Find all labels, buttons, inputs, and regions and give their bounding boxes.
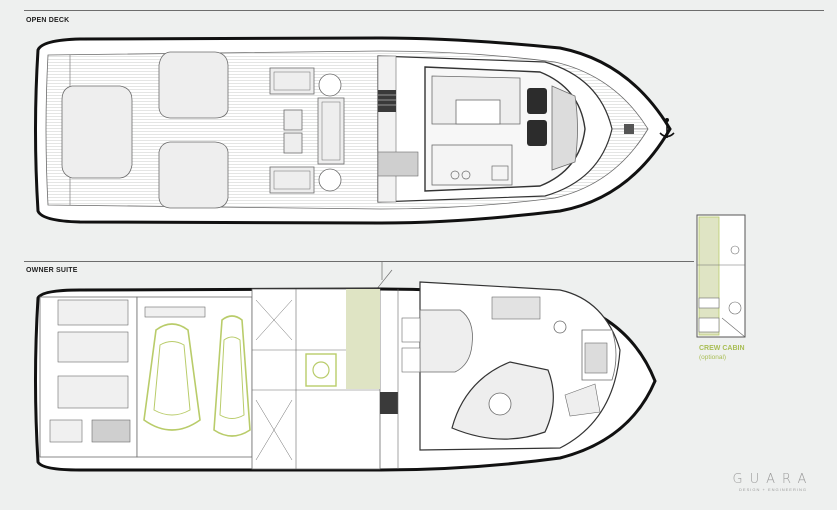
hanging-locker (491, 296, 541, 320)
anchor-icon (659, 118, 675, 138)
lounger-2 (158, 141, 229, 209)
helm-console (551, 85, 578, 171)
table-left-2 (283, 132, 303, 154)
companionway-stairs (378, 90, 396, 112)
crew-cabin-note: (optional) (699, 354, 727, 361)
logo-wordmark: GUARA (732, 472, 814, 487)
washer-unit (305, 353, 337, 387)
stool-bottom (318, 168, 342, 192)
stool-top (318, 73, 342, 97)
open-deck-plan (34, 36, 675, 225)
crew-cabin-title: CREW CABIN (699, 345, 745, 352)
bench-top (269, 67, 315, 95)
jet-ski-2 (213, 315, 251, 437)
anchor-locker (624, 124, 634, 134)
helm-seat-2 (527, 120, 547, 146)
owner-bed (419, 309, 473, 373)
open-deck-rule (24, 10, 824, 11)
sofa-center (317, 97, 345, 165)
lounger-1 (158, 51, 229, 119)
table-left-1 (283, 109, 303, 131)
helm-seat-1 (527, 88, 547, 114)
owner-suite-plan (34, 281, 657, 472)
wetbar (377, 151, 419, 177)
galley-counter (431, 144, 513, 186)
aft-sunpad (61, 85, 133, 179)
jet-ski-1 (143, 323, 201, 431)
open-deck-label: OPEN DECK (26, 17, 70, 24)
owner-suite-rule (24, 261, 694, 262)
owner-suite-label: OWNER SUITE (26, 267, 78, 274)
crew-cabin-caption: CREW CABIN (optional) (699, 344, 745, 362)
guara-logo: GUARA DESIGN + ENGINEERING (727, 472, 819, 493)
logo-subtitle: DESIGN + ENGINEERING (739, 487, 807, 492)
suite-highlight (346, 289, 380, 389)
bench-bottom (269, 166, 315, 194)
crew-cabin-plan (696, 214, 746, 338)
lounge-table (488, 392, 512, 416)
